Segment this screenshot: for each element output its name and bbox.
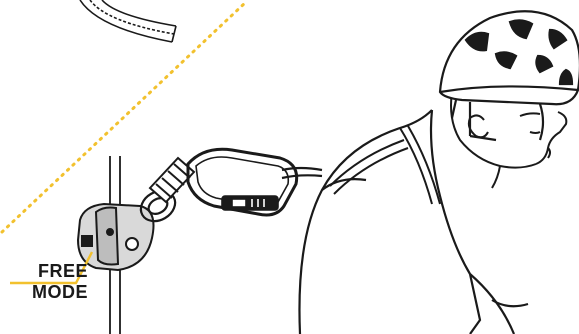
person-head: [451, 92, 566, 188]
dotted-guide-line: [2, 2, 246, 232]
climbing-helmet: [440, 11, 579, 140]
callout-line-mode: MODE: [8, 282, 88, 303]
harness-loop: [282, 168, 322, 178]
carabiner-gate-lock: [222, 196, 278, 210]
rope-coil: [80, 0, 176, 42]
harness-straps: [330, 126, 440, 204]
person-body: [299, 110, 528, 334]
free-mode-callout: FREE MODE: [8, 261, 88, 303]
callout-line-free: FREE: [8, 261, 88, 282]
